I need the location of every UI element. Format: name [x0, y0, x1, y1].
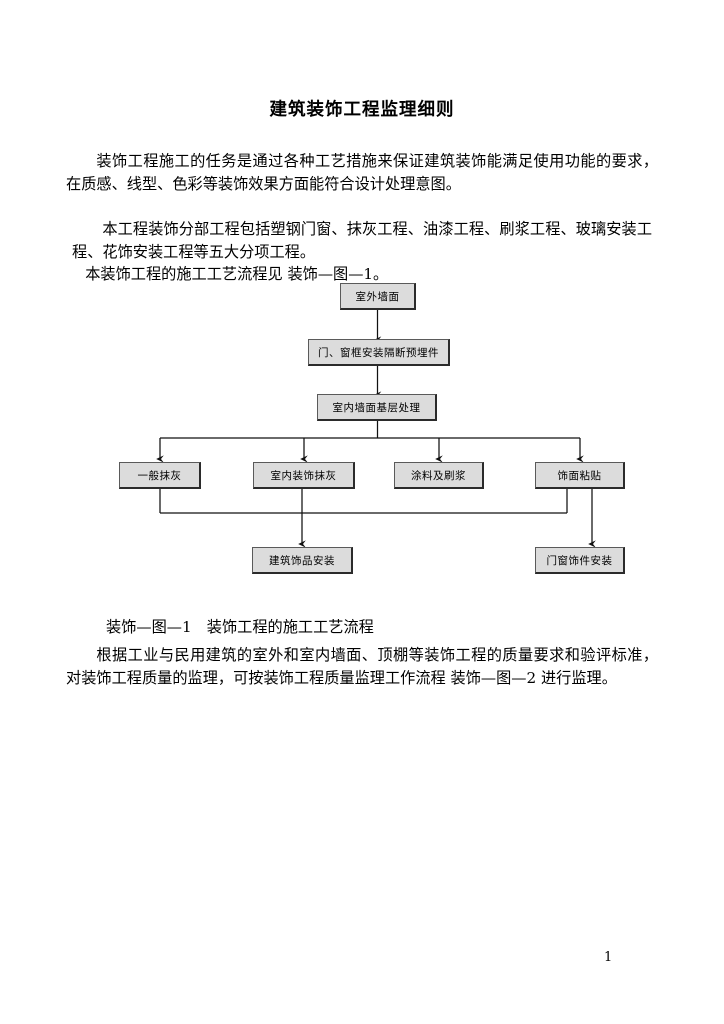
flow-node-door-window-frame-embedded-parts[interactable]: 门、窗框安装隔断预埋件 [308, 339, 450, 366]
page-title: 建筑装饰工程监理细则 [269, 100, 455, 120]
flow-node-door-window-trim-installation[interactable]: 门窗饰件安装 [535, 547, 625, 574]
construction-process-flowchart: 室外墙面 门、窗框安装隔断预埋件 室内墙面基层处理 一般抹灰 室内装饰抹灰 涂料… [0, 275, 724, 595]
paragraph-scope: 本工程装饰分部工程包括塑钢门窗、抹灰工程、油漆工程、刷浆工程、玻璃安装工程、花饰… [72, 220, 652, 261]
flow-node-interior-decorative-plastering[interactable]: 室内装饰抹灰 [253, 462, 355, 489]
paragraph-quality-supervision: 根据工业与民用建筑的室外和室内墙面、顶棚等装饰工程的质量要求和验评标准，对装饰工… [66, 646, 658, 687]
paragraph-flow-reference: 本装饰工程的施工工艺流程见 装饰—图—1。 [85, 265, 389, 283]
paragraph-intro: 装饰工程施工的任务是通过各种工艺措施来保证建筑装饰能满足使用功能的要求，在质感、… [66, 152, 658, 193]
figure-caption: 装饰—图—1 装饰工程的施工工艺流程 [106, 618, 374, 636]
flow-node-coating-and-whitewash[interactable]: 涂料及刷浆 [394, 462, 484, 489]
flow-node-architectural-ornament-installation[interactable]: 建筑饰品安装 [252, 547, 353, 574]
flowchart-connectors [156, 310, 596, 548]
flow-node-interior-wall-base-treatment[interactable]: 室内墙面基层处理 [317, 394, 437, 421]
flow-node-exterior-wall[interactable]: 室外墙面 [340, 283, 416, 310]
page-number: 1 [604, 950, 613, 965]
flow-node-facing-pasting[interactable]: 饰面粘贴 [535, 462, 625, 489]
flow-node-general-plastering[interactable]: 一般抹灰 [119, 462, 201, 489]
